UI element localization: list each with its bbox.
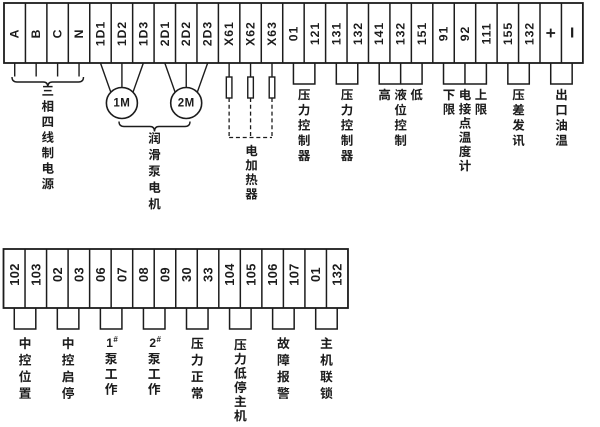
svg-text:07: 07 [114, 267, 129, 282]
svg-text:151: 151 [415, 22, 429, 45]
svg-text:105: 105 [244, 263, 259, 286]
svg-text:1D3: 1D3 [136, 21, 150, 46]
svg-text:121: 121 [308, 22, 322, 45]
svg-text:01: 01 [308, 267, 323, 282]
svg-text:132: 132 [394, 22, 408, 45]
svg-text:09: 09 [158, 267, 173, 282]
svg-text:1: 1 [106, 336, 113, 350]
svg-text:1M: 1M [113, 97, 130, 109]
svg-text:132: 132 [522, 22, 536, 45]
svg-text:91: 91 [437, 26, 451, 42]
svg-text:103: 103 [28, 263, 43, 286]
svg-text:C: C [51, 29, 65, 39]
svg-text:155: 155 [501, 22, 515, 45]
svg-text:X62: X62 [244, 21, 258, 46]
svg-text:104: 104 [222, 263, 237, 286]
svg-text:02: 02 [50, 267, 65, 282]
svg-text:132: 132 [330, 263, 345, 286]
svg-text:106: 106 [265, 263, 280, 286]
svg-text:102: 102 [7, 263, 22, 286]
svg-text:2: 2 [149, 336, 156, 350]
svg-text:30: 30 [179, 267, 194, 282]
svg-text:107: 107 [287, 263, 302, 286]
svg-text:141: 141 [372, 22, 386, 45]
svg-text:X61: X61 [222, 21, 236, 46]
svg-text:03: 03 [71, 267, 86, 282]
svg-text:92: 92 [458, 26, 472, 42]
svg-text:131: 131 [329, 22, 343, 45]
svg-text:33: 33 [201, 267, 216, 282]
svg-text:1D2: 1D2 [115, 21, 129, 46]
svg-text:B: B [29, 29, 43, 39]
svg-text:01: 01 [286, 26, 300, 42]
svg-text:2D3: 2D3 [201, 21, 215, 46]
svg-text:2D1: 2D1 [158, 21, 172, 46]
svg-text:N: N [72, 29, 86, 39]
svg-text:08: 08 [136, 267, 151, 282]
svg-text:2M: 2M [178, 97, 195, 109]
svg-text:X63: X63 [265, 21, 279, 46]
svg-text:#: # [156, 335, 161, 344]
svg-text:1D1: 1D1 [94, 21, 108, 46]
svg-text:111: 111 [479, 23, 493, 45]
svg-text:A: A [8, 29, 22, 39]
svg-text:#: # [113, 335, 118, 344]
svg-text:132: 132 [351, 22, 365, 45]
svg-text:2D2: 2D2 [179, 21, 193, 46]
svg-text:06: 06 [93, 267, 108, 282]
